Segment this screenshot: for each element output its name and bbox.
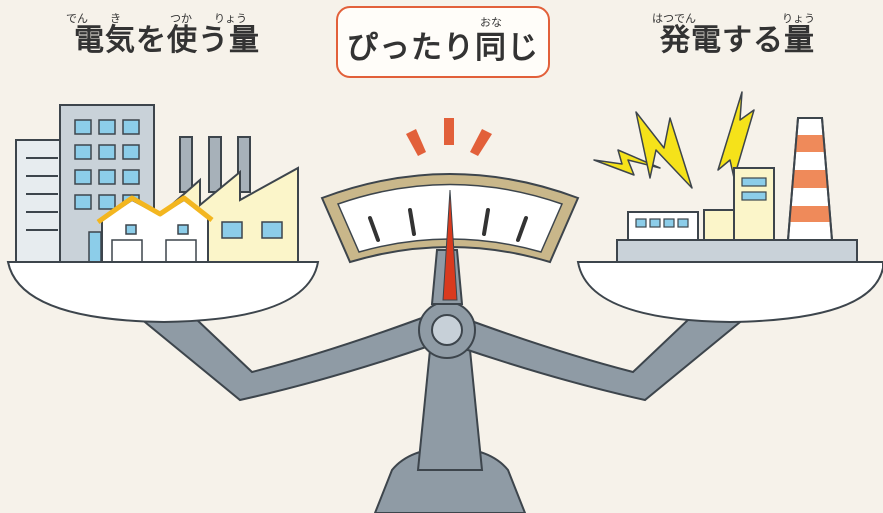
left-title-ruby: でん き つか りょう <box>62 10 272 25</box>
ruby-ki: き <box>110 12 121 25</box>
scale-post <box>416 349 484 471</box>
right-pan <box>576 261 883 324</box>
power-plant-icon <box>627 167 775 241</box>
gauge-spark-icon <box>406 118 492 156</box>
chimney-icon <box>786 117 834 241</box>
right-title-text: 発電する量 <box>660 23 815 58</box>
ruby-ryou: りょう <box>214 12 247 25</box>
ruby-ryou-right: りょう <box>782 12 815 25</box>
scale-beam-right <box>451 313 748 402</box>
gauge-ticks <box>368 208 528 242</box>
right-title-ruby: はつでん りょう <box>650 10 825 25</box>
ruby-hatsuden: はつでん <box>652 12 696 25</box>
center-title-box: おな ぴったり同じ <box>336 6 550 78</box>
balance-gauge <box>320 118 580 301</box>
gauge-needle-icon <box>442 189 458 301</box>
plant-foundation <box>616 239 858 263</box>
left-title-text: 電気を使う量 <box>74 23 260 58</box>
lightning-icon <box>593 91 755 189</box>
ruby-den: でん <box>66 12 88 25</box>
center-title-text: ぴったり同じ <box>347 30 539 66</box>
right-pan-group <box>576 91 883 324</box>
center-title-ruby: おな <box>338 14 548 29</box>
right-title: はつでん りょう 発電する量 <box>650 10 825 58</box>
left-pan <box>6 261 320 324</box>
house-icon <box>88 195 214 263</box>
scale-icon <box>137 249 748 513</box>
scale-beam-left <box>137 313 434 402</box>
left-pan-group <box>6 104 320 324</box>
ruby-ona: おな <box>480 16 502 29</box>
scale-hub-cap <box>431 314 463 346</box>
ruby-tsuka: つか <box>170 12 192 25</box>
left-title: でん き つか りょう 電気を使う量 <box>62 10 272 58</box>
